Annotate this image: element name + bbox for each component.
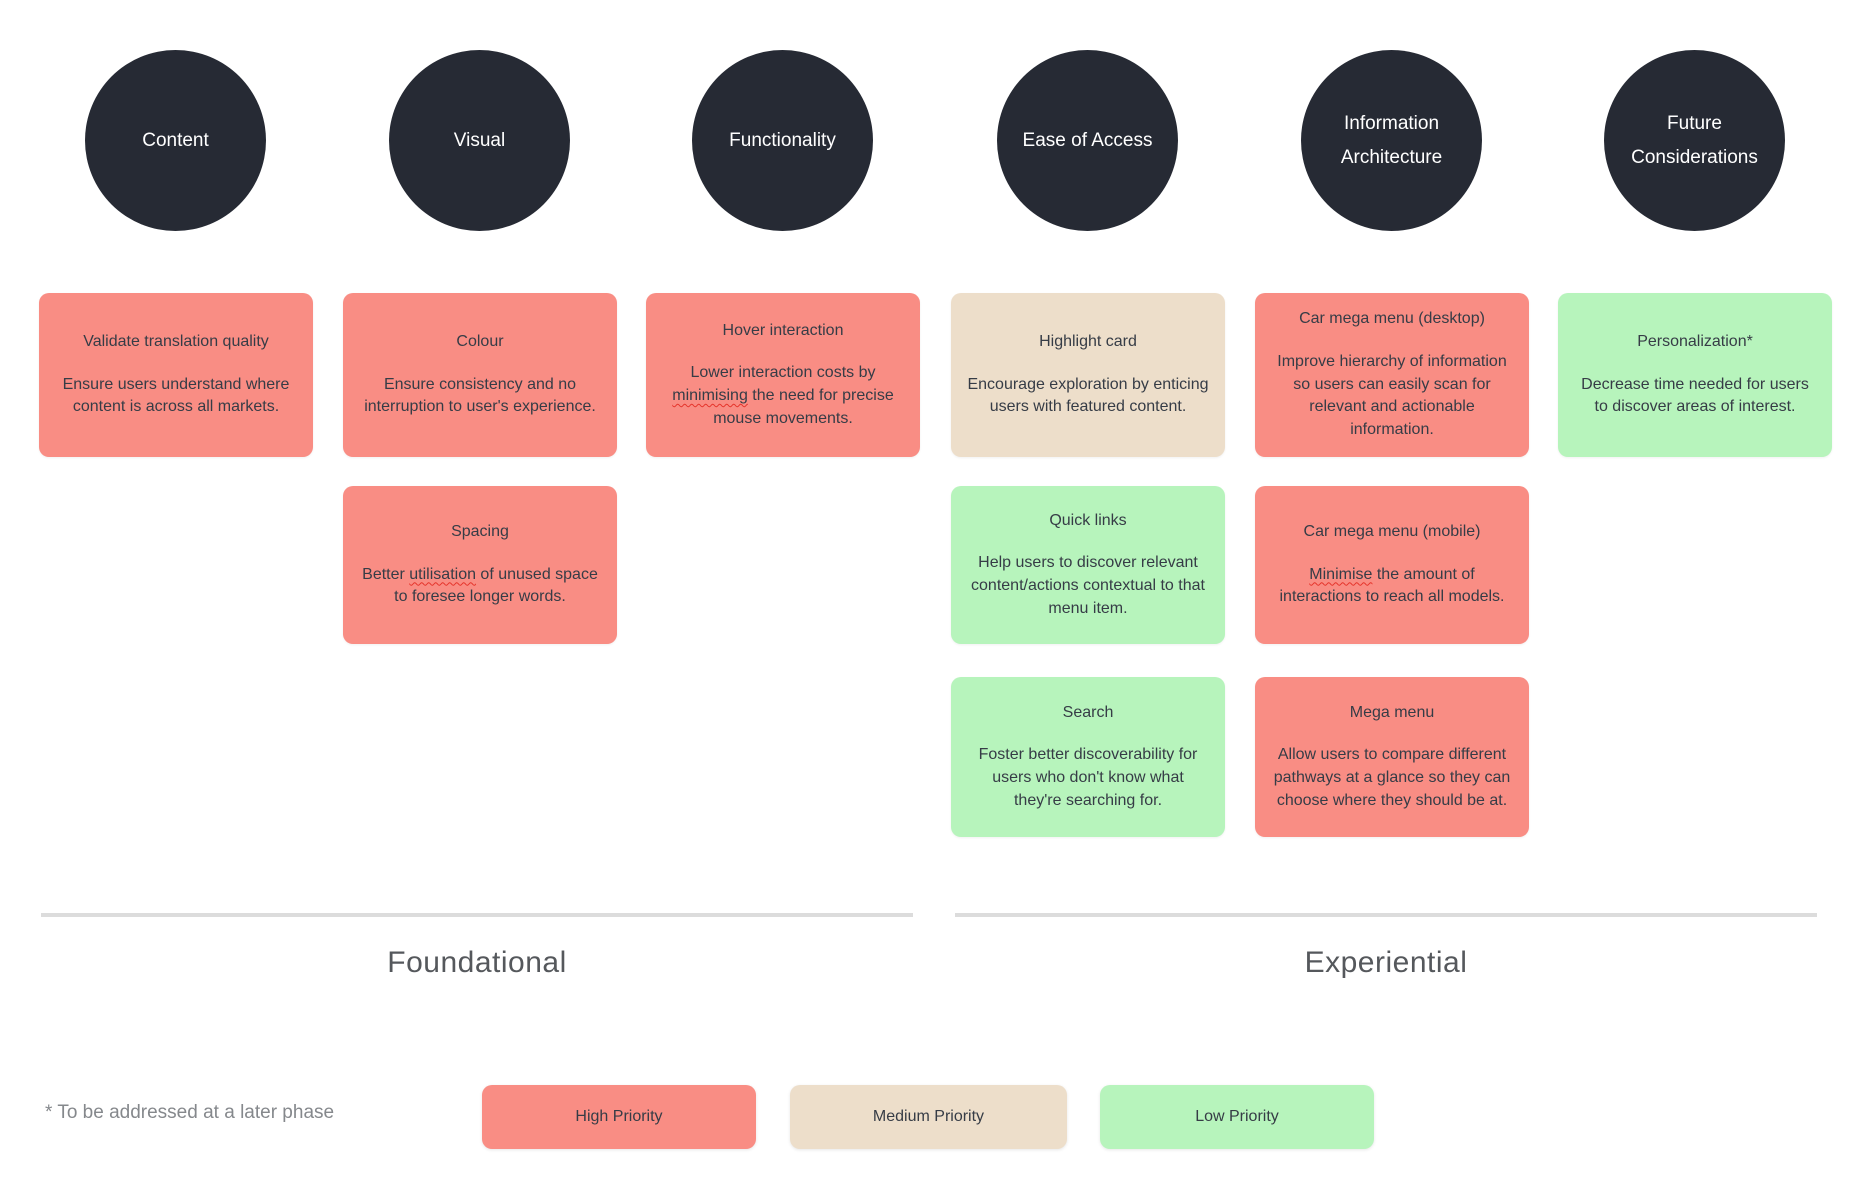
card-body: Allow users to compare different pathway… <box>1273 746 1511 809</box>
card-body: Improve hierarchy of information so user… <box>1277 352 1507 439</box>
card-title: Personalization* <box>1637 332 1753 350</box>
card-title: Hover interaction <box>722 321 844 339</box>
card-body: Better utilisation of unused space to fo… <box>362 565 598 606</box>
category-circle-visual[interactable]: Visual <box>389 50 570 231</box>
category-circle-information-architecture[interactable]: Information Architecture <box>1301 50 1482 231</box>
category-circle-label: Information Architecture <box>1340 113 1443 168</box>
experiential-divider-line <box>955 913 1817 917</box>
section-label-foundational: Foundational <box>387 946 567 979</box>
card-body: Encourage exploration by enticing users … <box>967 375 1209 416</box>
card-body: Ensure users understand where content is… <box>62 375 290 416</box>
card-body: Help users to discover relevant content/… <box>971 554 1205 617</box>
card-title: Car mega menu (mobile) <box>1303 522 1481 540</box>
category-circle-label: Content <box>142 129 209 151</box>
category-circle-label: Ease of Access <box>1022 129 1153 151</box>
card-body: Foster better discoverability for users … <box>978 746 1198 809</box>
card-title: Highlight card <box>1039 332 1137 350</box>
card-body: Ensure consistency and no interruption t… <box>364 375 596 416</box>
legend-low-priority-label: Low Priority <box>1195 1108 1279 1125</box>
section-label-experiential: Experiential <box>1304 946 1468 979</box>
card-title: Colour <box>456 332 504 350</box>
card-title: Spacing <box>451 522 509 540</box>
category-circle-label: Functionality <box>729 129 836 151</box>
card-car-mega-menu-desktop[interactable]: Car mega menu (desktop) Improve hierarchy… <box>1255 293 1529 457</box>
misspelled-word: utilisation <box>409 565 476 583</box>
card-title: Validate translation quality <box>83 332 269 350</box>
legend-medium-priority-label: Medium Priority <box>872 1108 985 1125</box>
card-personalization[interactable]: Personalization* Decrease time needed for… <box>1558 293 1832 457</box>
card-body: Lower interaction costs by minimising th… <box>672 364 894 427</box>
category-circle-label: Future Considerations <box>1631 113 1758 168</box>
foundational-divider-line <box>41 913 913 917</box>
footnote-later-phase: * To be addressed at a later phase <box>45 1102 335 1123</box>
legend-low-priority[interactable]: Low Priority <box>1100 1085 1374 1149</box>
misspelled-word: minimising <box>672 386 748 404</box>
category-circle-future-considerations[interactable]: Future Considerations <box>1604 50 1785 231</box>
category-circle-ease-of-access[interactable]: Ease of Access <box>997 50 1178 231</box>
card-car-mega-menu-mobile[interactable]: Car mega menu (mobile) Minimise the amoun… <box>1255 486 1529 644</box>
card-title: Mega menu <box>1349 703 1435 721</box>
card-title: Quick links <box>1049 511 1127 529</box>
card-title: Car mega menu (desktop) <box>1299 310 1485 328</box>
legend-high-priority[interactable]: High Priority <box>482 1085 756 1149</box>
legend-high-priority-label: High Priority <box>575 1108 663 1125</box>
misspelled-word: Minimise <box>1309 565 1373 583</box>
category-circle-content[interactable]: Content <box>85 50 266 231</box>
category-circle-label: Visual <box>453 129 506 151</box>
card-body: Decrease time needed for users to discov… <box>1581 375 1809 416</box>
card-body: Minimise the amount of interactions to r… <box>1279 565 1505 606</box>
category-circle-functionality[interactable]: Functionality <box>692 50 873 231</box>
legend-medium-priority[interactable]: Medium Priority <box>790 1085 1067 1149</box>
card-title: Search <box>1062 703 1114 721</box>
